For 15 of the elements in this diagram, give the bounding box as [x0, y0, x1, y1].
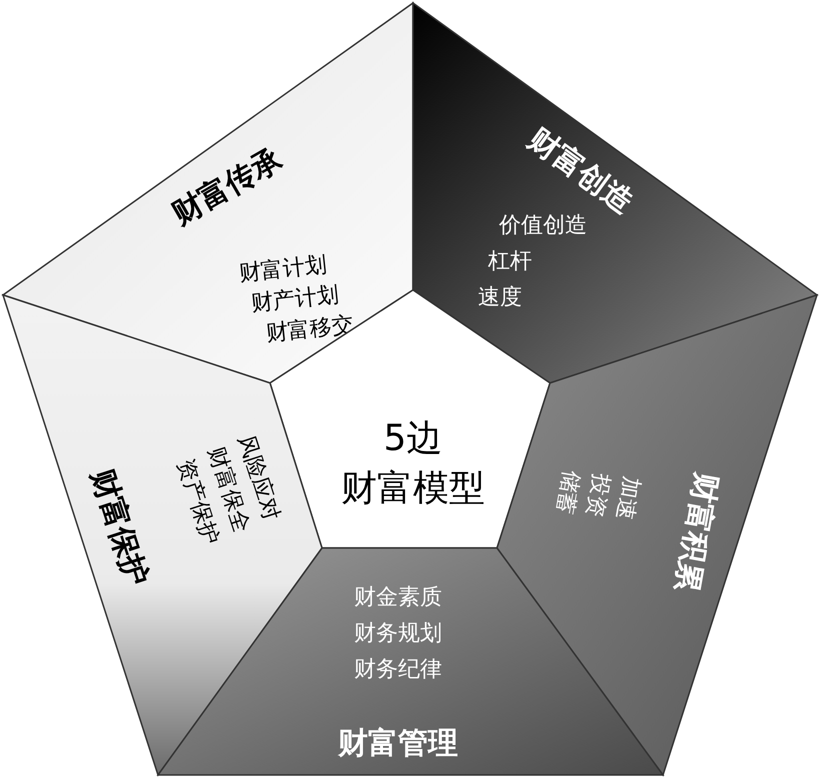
- center-title: 财富模型: [341, 468, 485, 509]
- list-item: 速度: [478, 285, 522, 310]
- list-item: 加速: [611, 474, 644, 522]
- list-item: 价值创造: [499, 213, 587, 238]
- segment-title: 财富积累: [668, 470, 724, 594]
- list-item: 杠杆: [488, 249, 532, 274]
- list-item: 财金素质: [354, 585, 442, 610]
- center-title: 5边: [384, 418, 442, 459]
- list-item: 投资: [581, 471, 614, 519]
- list-item: 储蓄: [551, 468, 584, 516]
- segment-title: 财富保护: [84, 465, 154, 590]
- segment-title: 财富管理: [338, 726, 458, 762]
- list-item: 财务纪律: [354, 657, 442, 682]
- list-item: 财务规划: [354, 621, 442, 646]
- segment-title: 财富传承: [166, 142, 288, 232]
